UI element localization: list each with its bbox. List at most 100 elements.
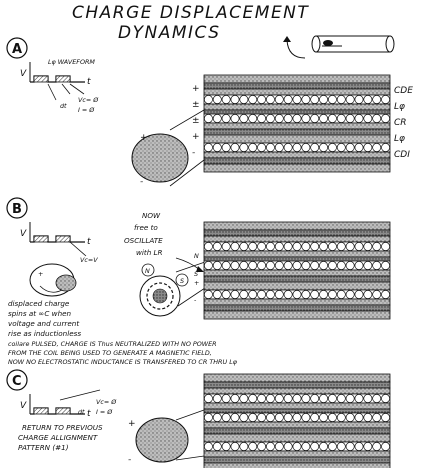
svg-text:CHARGE ALLIGNMENT: CHARGE ALLIGNMENT: [18, 433, 98, 442]
charge-bead: [221, 114, 231, 123]
panel-b: B V t Vc=V + N S: [6, 197, 238, 366]
bead-row: [203, 241, 391, 252]
layer-stack-c: [203, 373, 391, 468]
charge-bead: [319, 143, 329, 152]
dielectric-layer: [203, 427, 391, 435]
return-note: RETURN TO PREVIOUS CHARGE ALLIGNMENT PAT…: [18, 423, 103, 452]
dt-a: dt: [60, 102, 67, 110]
charge-bead: [336, 261, 346, 270]
charge-bead: [310, 394, 320, 403]
svg-text:+: +: [128, 419, 136, 429]
layer-stack-a: [203, 74, 391, 173]
charge-bead: [336, 290, 346, 299]
charge-bead: [274, 394, 284, 403]
charge-bead: [230, 442, 240, 451]
charge-bead: [257, 413, 267, 422]
charge-bead: [221, 442, 231, 451]
label-cdi: CDI: [394, 150, 410, 160]
charge-bead: [310, 413, 320, 422]
charge-bead: [283, 114, 293, 123]
title-line-1: CHARGE DISPLACEMENT: [72, 3, 309, 23]
charge-bead: [381, 442, 391, 451]
charge-bead: [274, 95, 284, 104]
charge-bead: [327, 413, 337, 422]
charge-bead: [248, 290, 258, 299]
charge-bead: [319, 442, 329, 451]
charge-bead: [310, 143, 320, 152]
charge-bead: [283, 442, 293, 451]
panel-c-marker: C: [12, 374, 22, 389]
charge-bead: [327, 290, 337, 299]
axis-t-c: t: [87, 409, 91, 419]
charge-bead: [345, 95, 355, 104]
dielectric-layer: [203, 387, 391, 395]
charge-bead: [274, 261, 284, 270]
charge-bead: [336, 413, 346, 422]
charge-bead: [363, 95, 373, 104]
svg-text:free to: free to: [134, 223, 158, 232]
svg-text:displaced charge: displaced charge: [8, 299, 70, 308]
charge-bead: [292, 95, 302, 104]
dielectric-layer: [203, 462, 391, 468]
dielectric-layer: [203, 103, 391, 111]
charge-bead: [239, 95, 249, 104]
charge-bead: [381, 394, 391, 403]
spinning-charge-b: +: [29, 263, 77, 297]
dielectric-layer: [203, 229, 391, 237]
charge-bead: [274, 242, 284, 251]
charge-bead: [221, 95, 231, 104]
charge-bead: [257, 143, 267, 152]
label-lphi-1: Lφ: [394, 102, 405, 112]
coil-sketch-icon: [283, 35, 395, 59]
charge-bead: [283, 261, 293, 270]
charge-bead: [230, 95, 240, 104]
svg-text:rise as inductionless: rise as inductionless: [8, 329, 81, 338]
layer-signs-a: + ± ± + -: [192, 84, 200, 158]
charge-bead: [283, 394, 293, 403]
charge-bead: [257, 290, 267, 299]
charge-bead: [372, 114, 382, 123]
panel-a: A V t Lφ WAVEFORM dt Vc= Ø I = Ø + -: [6, 37, 205, 187]
charge-bead: [336, 95, 346, 104]
dt-c: dt: [78, 408, 85, 416]
charge-bead: [292, 261, 302, 270]
charge-bead: [265, 394, 275, 403]
charge-bead: [265, 290, 275, 299]
charge-bead: [221, 290, 231, 299]
charge-bead: [292, 143, 302, 152]
dielectric-layer: [203, 122, 391, 130]
charge-bead: [372, 261, 382, 270]
charge-bead: [203, 394, 213, 403]
svg-text:-: -: [140, 177, 143, 187]
charge-bead: [265, 143, 275, 152]
charge-bead: [319, 394, 329, 403]
charge-bead: [221, 413, 231, 422]
charge-bead: [381, 242, 391, 251]
svg-text:-: -: [128, 455, 131, 465]
svg-text:PATTERN (#1): PATTERN (#1): [18, 443, 69, 452]
bead-row: [203, 94, 391, 105]
vc-a: Vc= Ø: [78, 96, 99, 104]
charge-bead: [319, 242, 329, 251]
charge-bead: [372, 290, 382, 299]
charge-bead: [301, 143, 311, 152]
layer-stack-b: [203, 221, 391, 320]
panel-c: C V t dt Vc= Ø I = Ø RETURN TO PREVIOUS …: [6, 369, 205, 465]
dielectric-layer: [203, 408, 391, 414]
charge-bead: [203, 114, 213, 123]
charge-bead: [345, 394, 355, 403]
svg-text:RETURN TO PREVIOUS: RETURN TO PREVIOUS: [22, 423, 103, 432]
dielectric-layer: [203, 235, 391, 243]
dielectric-layer: [203, 456, 391, 464]
charge-bead: [310, 95, 320, 104]
dielectric-layer: [203, 250, 391, 258]
charge-bead: [212, 442, 222, 451]
charge-bead: [336, 242, 346, 251]
charge-bead: [230, 413, 240, 422]
waveform-c: V t dt Vc= Ø I = Ø: [20, 389, 117, 419]
charge-bead: [203, 442, 213, 451]
charge-bead: [345, 114, 355, 123]
dielectric-layer: [203, 298, 391, 306]
charge-bead: [354, 261, 364, 270]
charge-bead: [345, 442, 355, 451]
